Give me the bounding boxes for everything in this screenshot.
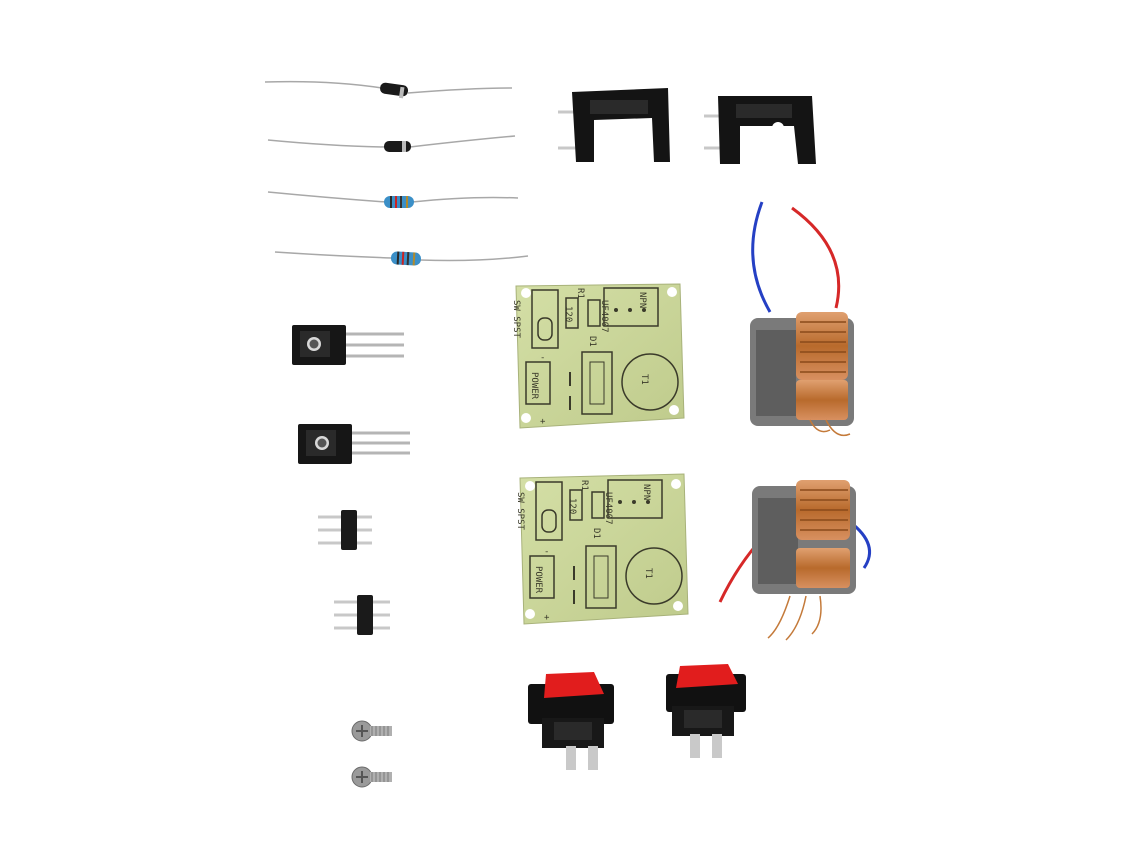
pcb2-label-r-value: 120 [567, 498, 577, 514]
diode-2 [267, 135, 516, 152]
pcb-board-2: SW SPST 120 R1 UF4007 D1 NPN T1 POWER + … [515, 473, 689, 625]
resistor-1 [267, 191, 519, 208]
rocker-switch-2 [666, 664, 746, 758]
pcb2-label-power: POWER [533, 566, 543, 594]
pcb1-label-power: POWER [529, 372, 539, 400]
resistor-2 [274, 251, 529, 266]
pcb2-label-r: R1 [579, 480, 589, 491]
pcb1-label-switch: SW SPST [511, 300, 521, 339]
pcb1-label-npn: NPN [637, 292, 647, 308]
pcb1-label-d: D1 [587, 336, 597, 347]
pcb2-label-npn: NPN [641, 484, 651, 500]
hv-coil-2 [718, 480, 872, 641]
pin-header-1 [318, 510, 372, 550]
pcb2-label-d: D1 [591, 528, 601, 539]
transistor-1 [292, 325, 404, 365]
pcb-board-1: SW SPST 120 R1 UF4007 D1 NPN T1 POWER + … [511, 283, 685, 429]
screw-1 [351, 720, 392, 742]
pcb2-label-switch: SW SPST [515, 492, 525, 531]
pcb2-label-minus: - [544, 547, 549, 557]
pcb1-label-plus: + [540, 417, 546, 427]
pcb1-label-r-value: 120 [563, 306, 573, 322]
pcb2-label-d-part: UF4007 [603, 492, 613, 525]
pcb1-label-minus: - [540, 353, 545, 363]
hv-coil-1 [750, 201, 854, 437]
screw-2 [351, 766, 392, 788]
heatsink-2 [704, 96, 816, 164]
pcb1-label-r: R1 [575, 288, 585, 299]
pcb1-label-d-part: UF4007 [599, 300, 609, 333]
pcb2-label-plus: + [544, 613, 550, 623]
pin-header-2 [334, 595, 390, 635]
pcb1-label-t: T1 [639, 374, 649, 385]
transistor-2 [298, 424, 410, 464]
diode-1 [264, 80, 513, 99]
rocker-switch-1 [528, 672, 614, 770]
pcb2-label-t: T1 [643, 568, 653, 579]
heatsink-1 [558, 88, 670, 162]
